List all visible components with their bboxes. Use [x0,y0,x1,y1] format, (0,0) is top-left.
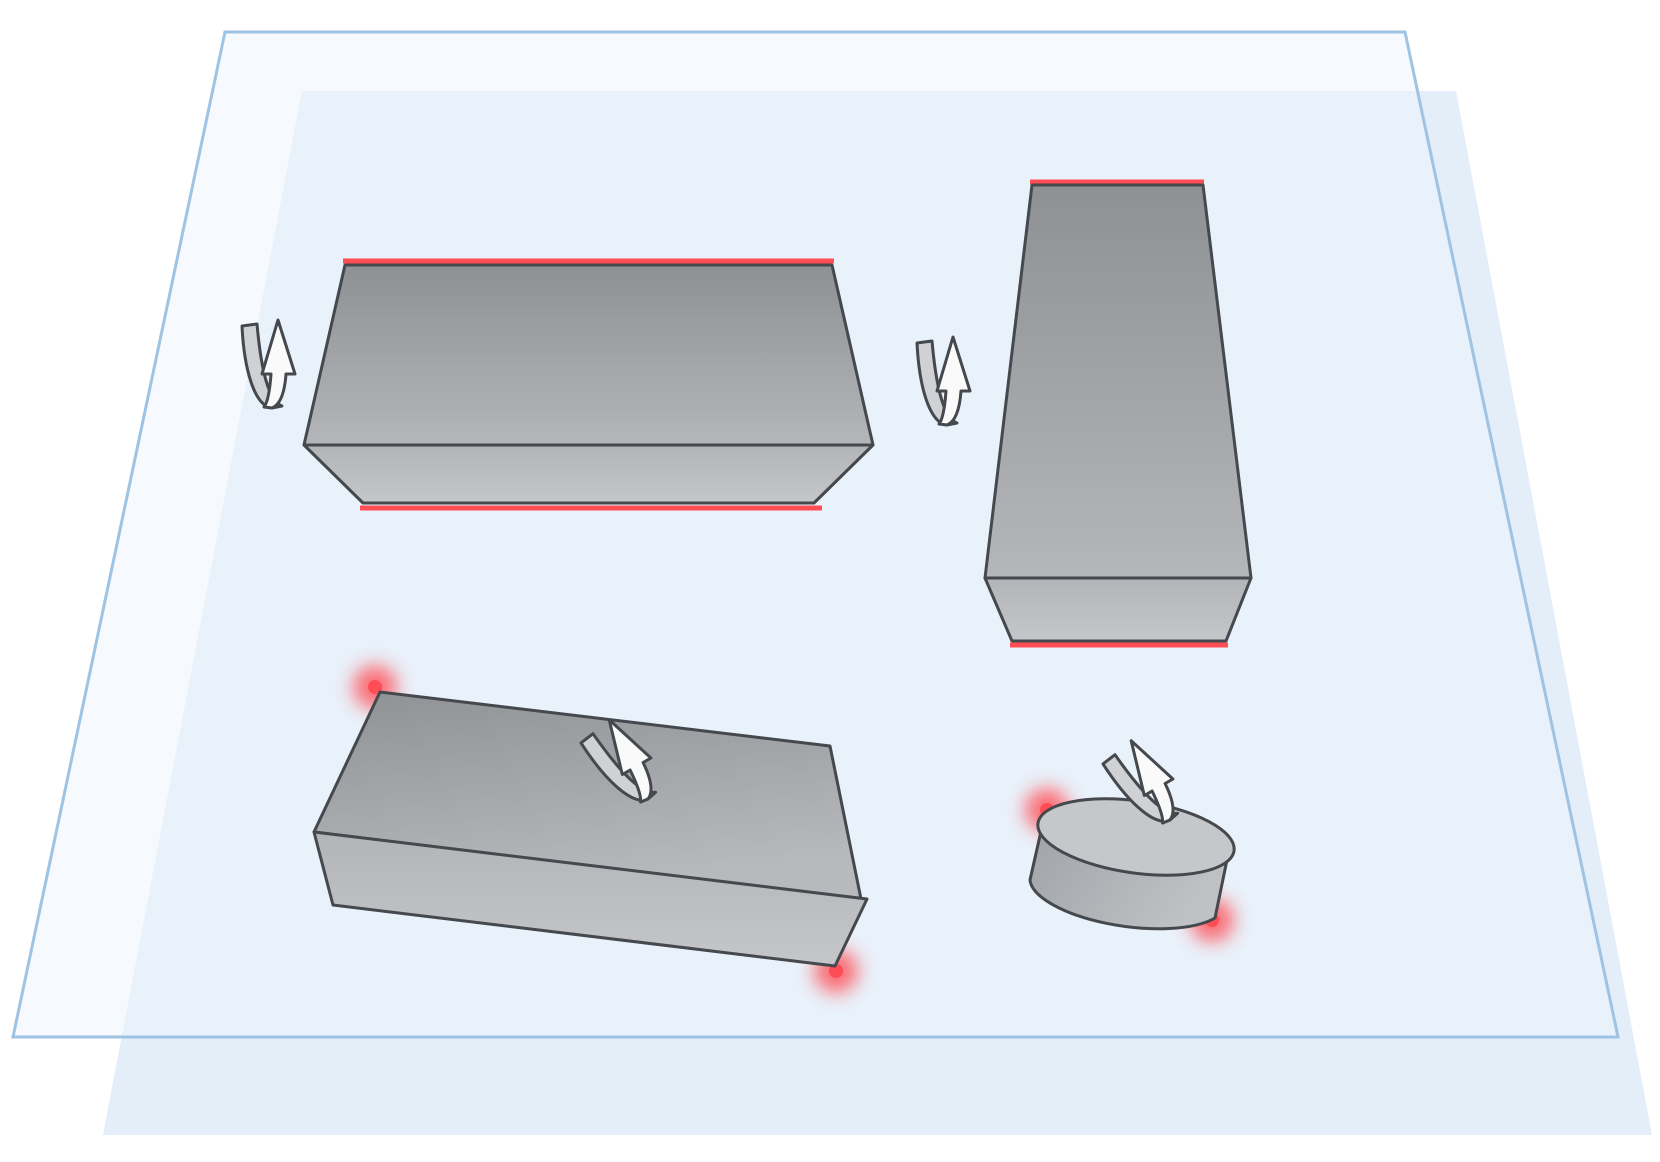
tall-block [983,175,1253,652]
rotate-arrow-icon [240,318,297,410]
rotate-arrow-icon [579,718,658,804]
wide-block [302,254,875,515]
rotate-arrow-icon [1101,739,1180,825]
tilted-block [312,665,869,993]
rotate-arrow-icon [915,335,972,427]
disc [1025,788,1236,942]
